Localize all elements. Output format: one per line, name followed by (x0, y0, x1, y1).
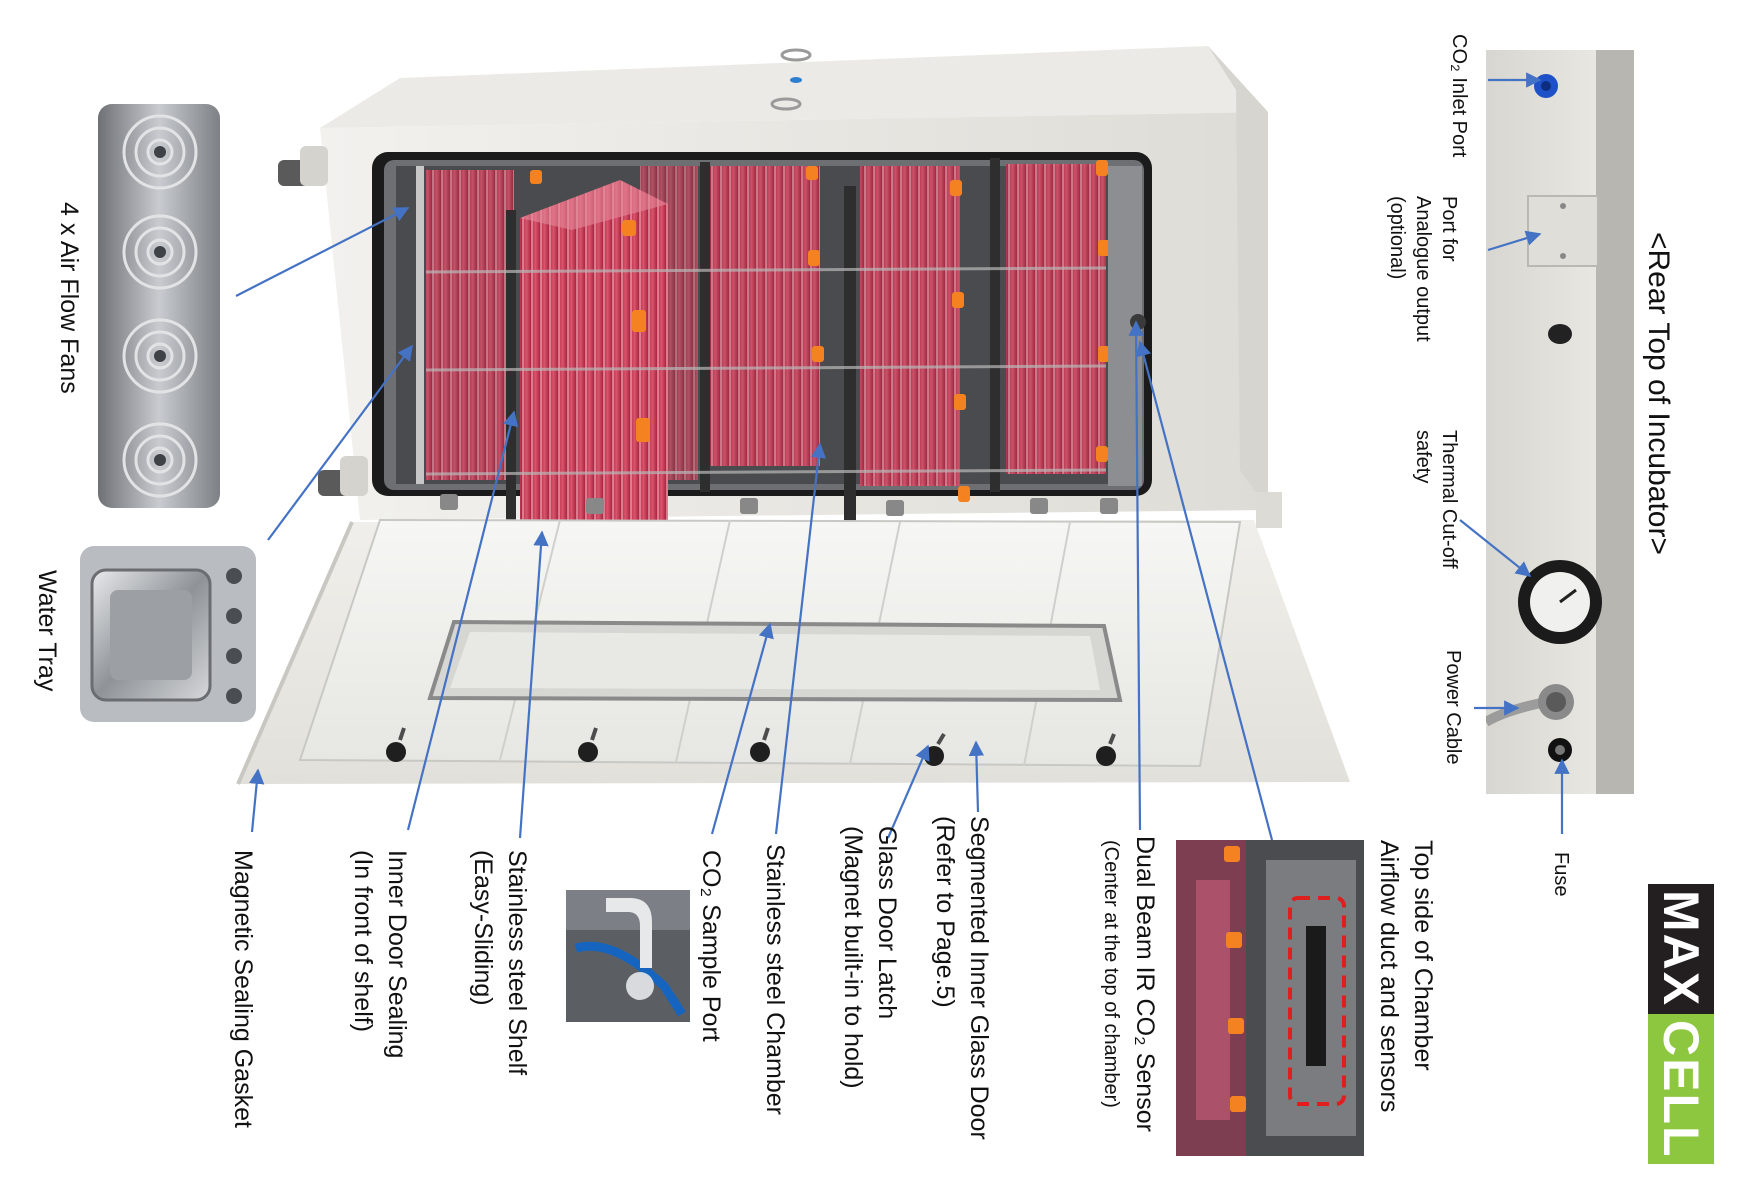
label-inner-door-sealing: Inner Door Sealing (In front of shelf) (349, 850, 411, 1059)
rear-panel-photo (1486, 50, 1634, 794)
fans-photo (98, 104, 220, 508)
label-air-flow-fans: 4 x Air Flow Fans (55, 202, 83, 394)
maxcell-logo: MAX CELL (1648, 884, 1714, 1164)
label-ir-sensor: Dual Beam IR CO₂ Sensor (1131, 836, 1159, 1132)
shelf-rails (416, 158, 1000, 574)
logo-max: MAX (1648, 884, 1714, 1014)
arrow-inner-door-sealing (406, 410, 519, 831)
label-fuse: Fuse (1550, 852, 1572, 897)
logo-cell: CELL (1648, 1014, 1714, 1164)
label-co2-inlet: CO₂ Inlet Port (1448, 34, 1470, 158)
co2-sample-port-photo (566, 890, 690, 1022)
label-stainless-chamber: Stainless steel Chamber (761, 844, 789, 1115)
label-magnetic-gasket: Magnetic Sealing Gasket (229, 850, 257, 1128)
label-power-cable: Power Cable (1442, 650, 1464, 765)
airflow-duct-photo (1176, 840, 1364, 1156)
flask-stacks (426, 164, 1106, 540)
caster-bottom (318, 456, 368, 496)
water-tray-photo (80, 546, 256, 722)
label-ir-sensor-note: (Center at the top of chamber) (1100, 840, 1122, 1108)
label-glass-door-latch: Glass Door Latch (Magnet built-in to hol… (839, 826, 901, 1089)
arrow-water-tray (267, 344, 413, 541)
label-water-tray: Water Tray (33, 570, 61, 692)
arrow-airflow-duct (1136, 340, 1274, 841)
arrow-segmented-glass-door (968, 740, 985, 813)
arrow-magnetic-gasket (249, 768, 265, 833)
label-rear-title: <Rear Top of Incubator> (1642, 232, 1675, 555)
label-analogue-port: Port for Analogue output (optional) (1386, 196, 1460, 342)
caster-top (278, 146, 328, 186)
label-stainless-shelf: Stainless steel Shelf (Easy-Sliding) (469, 850, 531, 1076)
cabinet-top (320, 46, 1268, 128)
arrow-glass-door-latch (886, 744, 930, 839)
arrow-analogue-port (1487, 230, 1542, 252)
cabinet-side (1208, 46, 1268, 510)
label-airflow-duct: Top side of Chamber Airflow duct and sen… (1375, 840, 1437, 1113)
arrow-co2-sample-port (710, 622, 774, 835)
duct-highlight-box (1288, 896, 1346, 1106)
label-segmented-glass-door: Segmented Inner Glass Door (Refer to Pag… (931, 816, 993, 1140)
arrow-stainless-shelf (518, 530, 549, 839)
arrow-stainless-chamber (774, 442, 827, 835)
arrow-ir-sensor (1128, 320, 1144, 831)
arrow-air-flow-fans (235, 207, 410, 297)
label-co2-sample-port: CO₂ Sample Port (697, 850, 725, 1042)
label-thermal-cutoff: Thermal Cut-off safety (1412, 430, 1460, 569)
arrow-thermal-cutoff (1459, 519, 1532, 577)
